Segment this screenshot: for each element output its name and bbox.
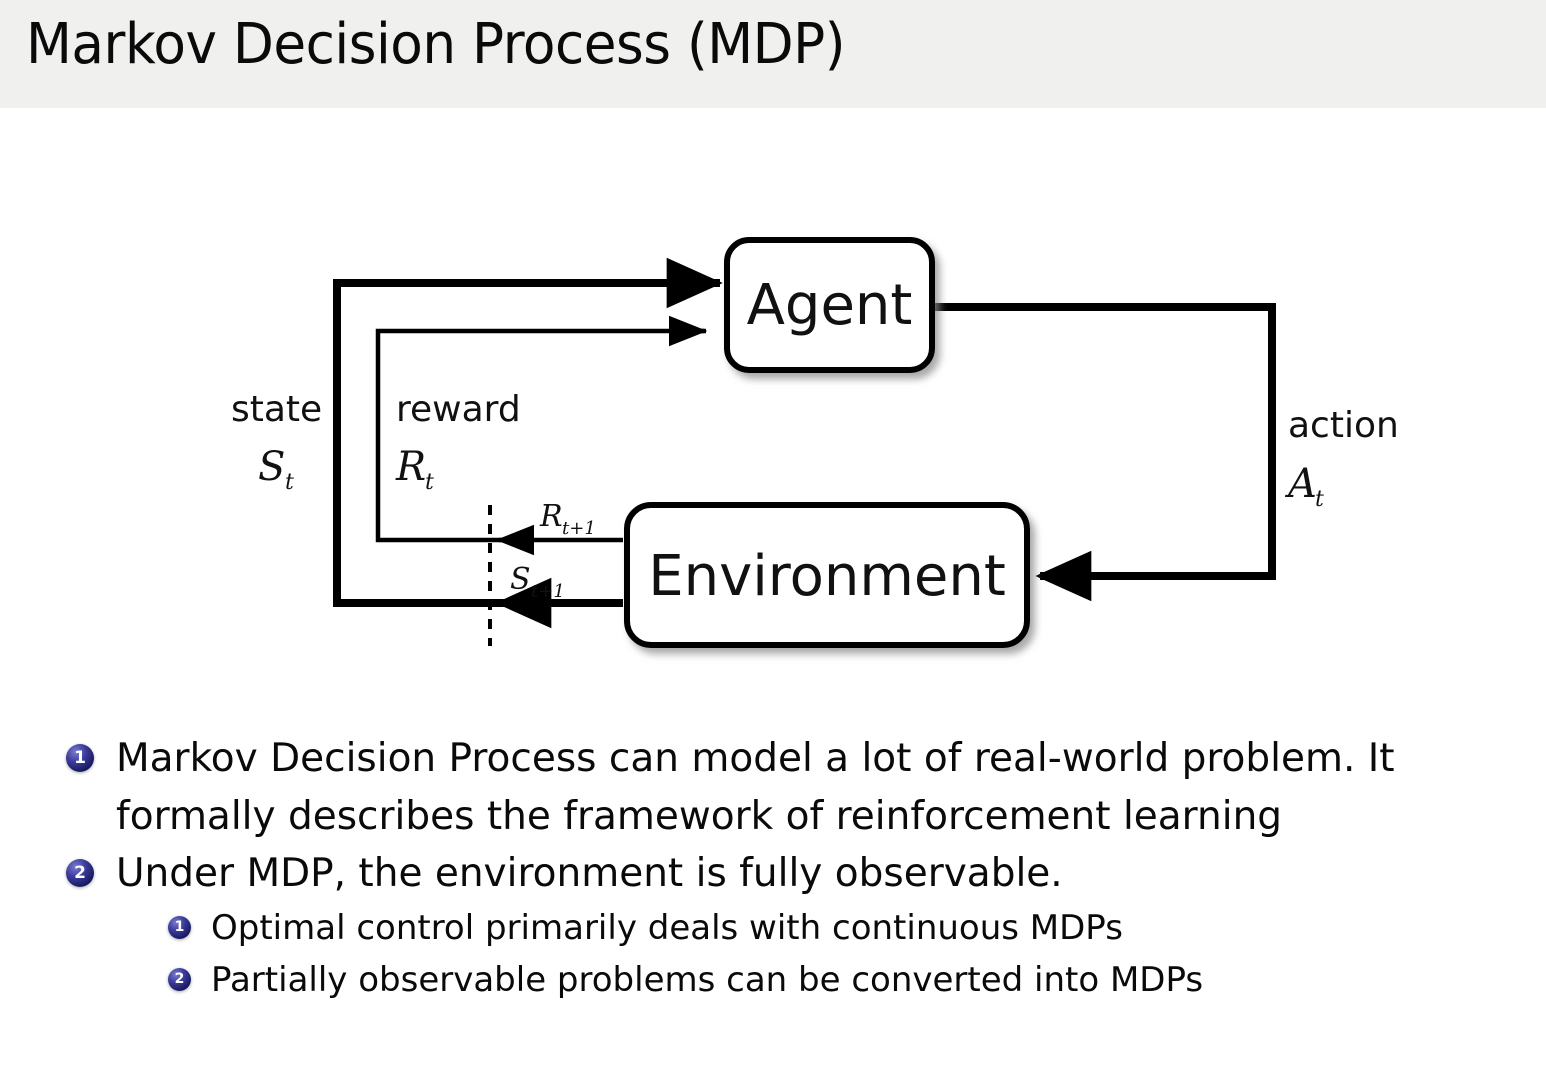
list-item: 2 Partially observable problems can be c… — [0, 955, 1546, 1007]
action-label: action A t — [1284, 405, 1399, 512]
sub-bullet-badge-2: 2 — [168, 967, 191, 991]
list-item: 1 Markov Decision Process can model a lo… — [0, 730, 1546, 845]
reward-label-symbol: R — [395, 444, 426, 490]
reward-edge — [375, 315, 708, 556]
next-reward-label: R t+1 — [539, 499, 596, 539]
bullet-list: 1 Markov Decision Process can model a lo… — [0, 730, 1546, 1007]
action-label-word: action — [1288, 405, 1399, 446]
state-label-subscript: t — [285, 470, 294, 495]
agent-box: Agent — [724, 237, 935, 373]
state-label-symbol: S — [258, 444, 285, 490]
reward-label-word: reward — [396, 389, 521, 430]
bullet-text-1-line2: formally describes the framework of rein… — [116, 793, 1283, 839]
bullet-badge-1: 1 — [66, 744, 94, 772]
bullet-text-2: Under MDP, the environment is fully obse… — [116, 845, 1484, 903]
environment-box-label: Environment — [648, 544, 1006, 609]
action-label-subscript: t — [1315, 487, 1324, 512]
sub-bullet-badge-1: 1 — [168, 916, 191, 940]
bullet-text-1-line1: Markov Decision Process can model a lot … — [116, 736, 1395, 781]
action-label-symbol: A — [1284, 461, 1317, 507]
next-state-subscript: t+1 — [531, 581, 565, 602]
mdp-diagram: Agent Environment state S t reward R t a… — [0, 108, 1546, 708]
environment-box: Environment — [624, 502, 1030, 648]
next-reward-subscript: t+1 — [562, 518, 596, 539]
sub-bullet-text-2: Partially observable problems can be con… — [211, 959, 1204, 1000]
state-label-word: state — [231, 389, 322, 430]
reward-label: reward R t — [395, 389, 521, 495]
next-state-label: S t+1 — [510, 562, 565, 602]
bullet-text-1: Markov Decision Process can model a lot … — [116, 730, 1484, 845]
bullet-text-2-line1: Under MDP, the environment is fully obse… — [116, 851, 1063, 897]
page-title: Markov Decision Process (MDP) — [26, 12, 846, 77]
agent-box-label: Agent — [747, 273, 913, 338]
agent-environment-loop-svg: Agent Environment state S t reward R t a… — [231, 237, 1399, 648]
state-label: state S t — [231, 389, 322, 495]
slide-header-band: Markov Decision Process (MDP) — [0, 0, 1546, 108]
bullet-badge-2: 2 — [66, 859, 94, 888]
sub-bullet-text-1: Optimal control primarily deals with con… — [211, 908, 1123, 949]
list-item: 1 Optimal control primarily deals with c… — [0, 903, 1546, 955]
list-item: 2 Under MDP, the environment is fully ob… — [0, 845, 1546, 903]
reward-label-subscript: t — [425, 470, 434, 495]
state-edge — [333, 257, 723, 629]
next-state-symbol: S — [510, 562, 531, 597]
next-reward-symbol: R — [539, 499, 563, 534]
action-edge — [930, 303, 1276, 602]
